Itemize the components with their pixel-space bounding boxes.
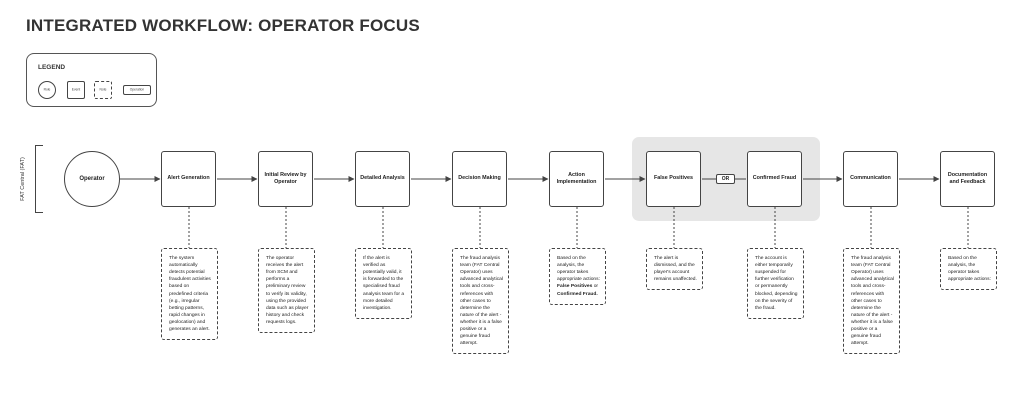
step-action-implementation: Action Implementation: [549, 151, 604, 207]
note-action-implementation: Based on the analysis, the operator take…: [549, 248, 606, 305]
step-alert-generation: Alert Generation: [161, 151, 216, 207]
note-connectors: [188, 207, 969, 248]
note-communication: The fraud analysis team (FAT Central Ope…: [843, 248, 900, 355]
page-title: INTEGRATED WORKFLOW: OPERATOR FOCUS: [26, 16, 420, 35]
legend-note-label: Note: [99, 87, 107, 92]
note-text: The system automatically detects potenti…: [169, 256, 211, 333]
legend-role-label: Role: [43, 87, 51, 92]
note-false-positives: The alert is dismissed, and the player's…: [646, 248, 703, 291]
step-label: Action Implementation: [556, 171, 597, 185]
note-text-part: or: [592, 284, 599, 290]
step-documentation-feedback: Documentation and Feedback: [940, 151, 995, 207]
note-alert-generation: The system automatically detects potenti…: [161, 248, 218, 341]
step-false-positives: False Positives: [646, 151, 701, 207]
step-label: False Positives: [654, 175, 693, 182]
note-bold-confirmed-fraud: Confirmed Fraud.: [557, 291, 598, 297]
or-label: OR: [721, 176, 730, 182]
step-communication: Communication: [843, 151, 898, 207]
legend-note-symbol: Note: [94, 81, 112, 99]
legend-role-symbol: Role: [38, 81, 56, 99]
legend-title: LEGEND: [38, 64, 66, 71]
note-initial-review: The operator receives the alert from SCM…: [258, 248, 315, 334]
step-detailed-analysis: Detailed Analysis: [355, 151, 410, 207]
step-label: Confirmed Fraud: [752, 175, 797, 182]
note-text: If the alert is verified as potentially …: [363, 256, 405, 311]
legend-panel: LEGEND Role Event Note Operation: [26, 53, 157, 107]
step-label: Decision Making: [458, 175, 501, 182]
note-text: The operator receives the alert from SCM…: [266, 256, 309, 325]
or-operator: OR: [716, 174, 735, 184]
legend-event-symbol: Event: [67, 81, 85, 99]
legend-operation-symbol: Operation: [123, 85, 151, 95]
step-label: Documentation and Feedback: [947, 171, 988, 185]
step-label: Detailed Analysis: [360, 175, 405, 182]
note-text: The fraud analysis team (FAT Central Ope…: [851, 256, 894, 347]
note-detailed-analysis: If the alert is verified as potentially …: [355, 248, 412, 319]
operator-role-node: Operator: [64, 151, 120, 207]
note-text: The fraud analysis team (FAT Central Ope…: [460, 256, 503, 347]
note-text-part: Based on the analysis, the operator take…: [557, 256, 600, 283]
step-label: Alert Generation: [167, 175, 210, 182]
step-label: Initial Review by Operator: [264, 171, 307, 185]
legend-event-label: Event: [71, 87, 81, 92]
note-text: Based on the analysis, the operator take…: [557, 255, 600, 298]
operator-label: Operator: [79, 176, 105, 182]
note-text: The alert is dismissed, and the player's…: [654, 256, 697, 283]
note-text: Based on the analysis, the operator take…: [948, 256, 991, 283]
note-bold-false-positives: False Positives: [557, 284, 593, 290]
swimlane-bracket: [35, 145, 43, 213]
note-confirmed-fraud: The account is either temporarily suspen…: [747, 248, 804, 319]
legend-operation-label: Operation: [129, 87, 145, 92]
step-decision-making: Decision Making: [452, 151, 507, 207]
note-text: The account is either temporarily suspen…: [755, 256, 798, 311]
note-decision-making: The fraud analysis team (FAT Central Ope…: [452, 248, 509, 355]
step-initial-review: Initial Review by Operator: [258, 151, 313, 207]
note-documentation-feedback: Based on the analysis, the operator take…: [940, 248, 997, 291]
step-label: Communication: [850, 175, 891, 182]
step-confirmed-fraud: Confirmed Fraud: [747, 151, 802, 207]
